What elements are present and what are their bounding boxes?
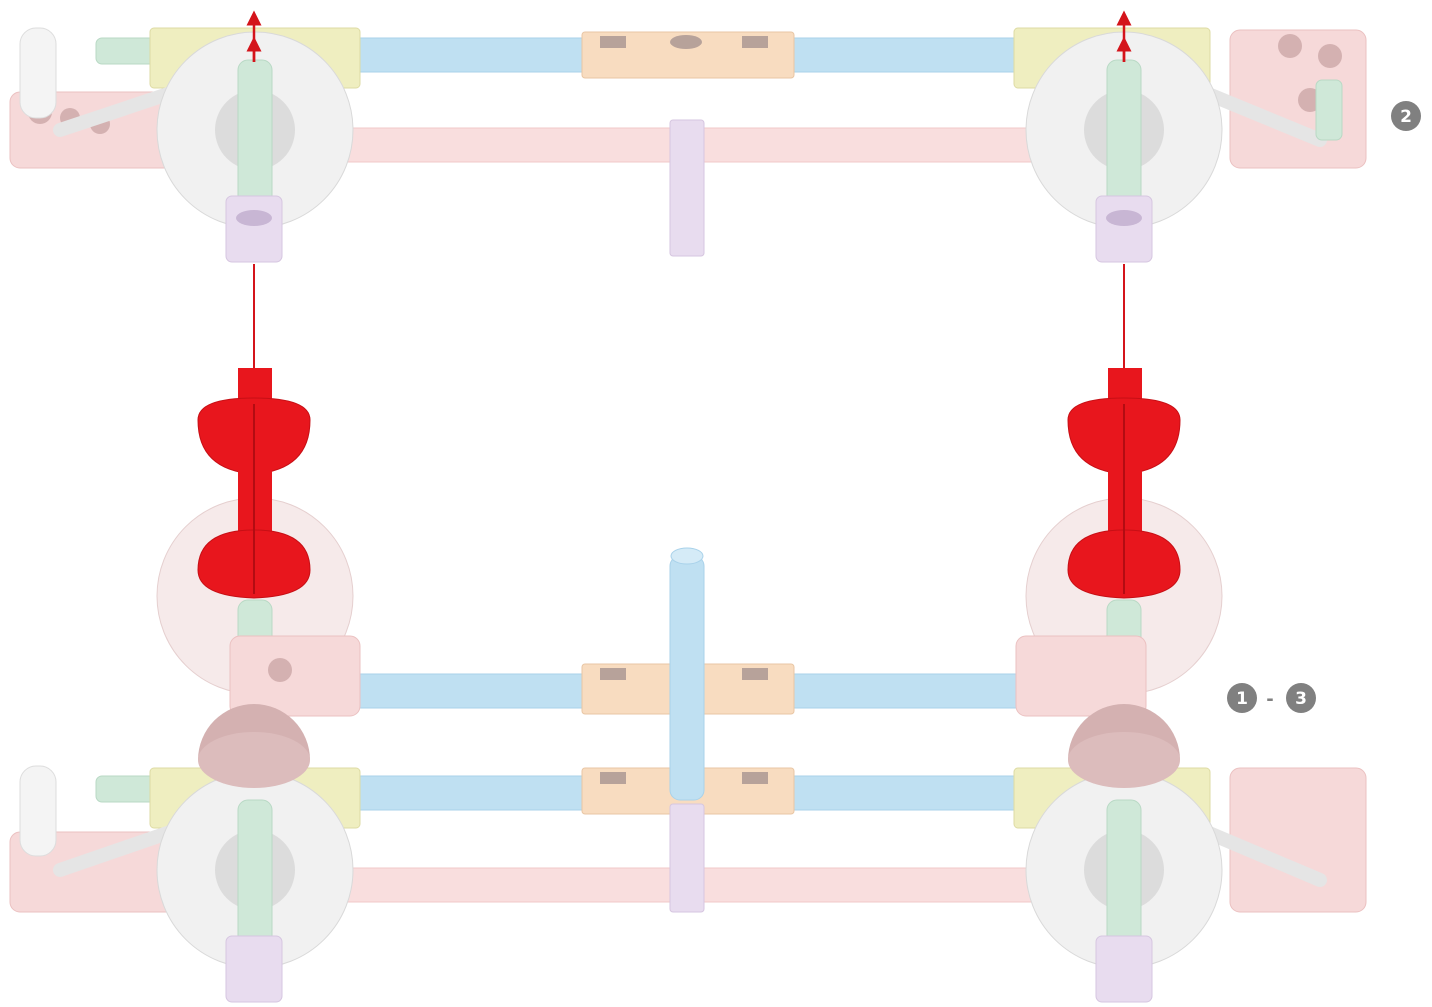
red-spool-connector-right	[1067, 368, 1181, 599]
top-orange-connector	[581, 31, 795, 79]
top-left-corner	[9, 27, 361, 263]
red-spool-connector-left	[197, 368, 311, 599]
step-range-badge: 1 - 3	[1227, 683, 1316, 713]
bottom-left-corner-upper	[156, 497, 361, 788]
bottom-right-corner-lower	[1013, 767, 1367, 1003]
top-purple-rod	[669, 119, 705, 257]
step-number-label: 2	[1400, 107, 1412, 127]
step-range-separator: -	[1266, 689, 1273, 710]
bottom-blue-vertical-rod	[669, 555, 705, 801]
step-badge-2: 2	[1391, 101, 1421, 131]
bottom-purple-rod	[669, 803, 705, 913]
top-right-corner	[1013, 27, 1367, 263]
step-range-end: 3	[1295, 689, 1307, 709]
bottom-left-corner-lower	[9, 765, 361, 1003]
step-range-start: 1	[1236, 689, 1248, 709]
top-frame-assembly	[9, 10, 1367, 263]
